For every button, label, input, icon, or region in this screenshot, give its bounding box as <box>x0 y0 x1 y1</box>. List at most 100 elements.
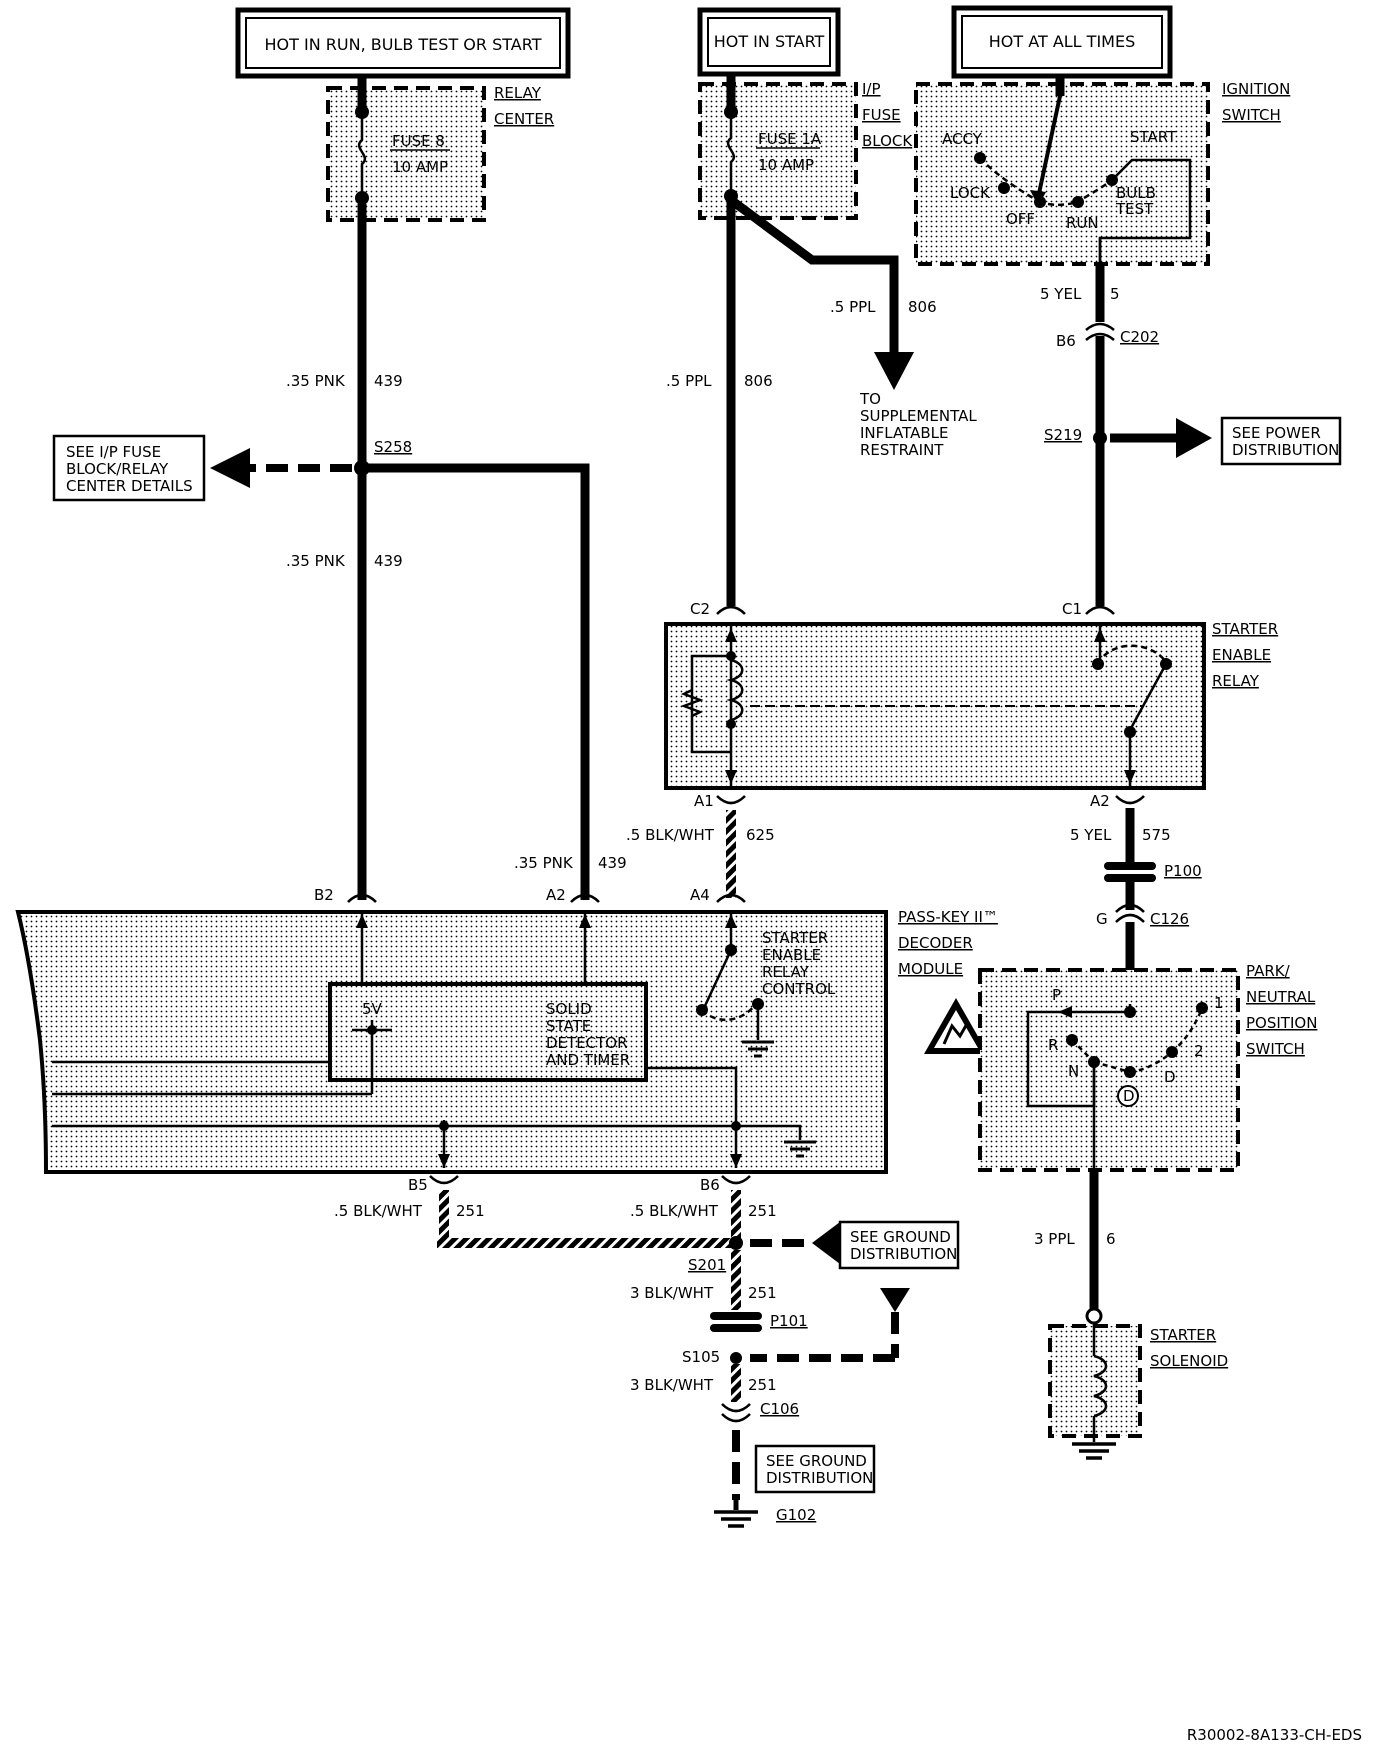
w251-b6-circuit: 251 <box>748 1202 777 1220</box>
c106-top <box>721 1403 751 1413</box>
arrow-down-supplemental <box>874 352 914 390</box>
starter-solenoid: STARTER SOLENOID <box>1048 1322 1228 1460</box>
a2-relay-label: A2 <box>1090 792 1110 810</box>
c202-top <box>1085 322 1115 331</box>
supp-1: TO <box>859 390 881 408</box>
ip-fuse-label-3: BLOCK <box>862 132 913 150</box>
c202-pin: B6 <box>1056 332 1076 350</box>
relay-center-label-2: CENTER <box>494 110 554 128</box>
wire-806-branch <box>728 196 899 356</box>
c202-bottom <box>1085 332 1115 341</box>
w6-gauge: 3 PPL <box>1034 1230 1075 1248</box>
control-4: CONTROL <box>762 980 836 998</box>
p100-connector <box>1104 862 1156 882</box>
c106-label: C106 <box>760 1400 799 1418</box>
pn-label-3: POSITION <box>1246 1014 1317 1032</box>
pn-n: N <box>1068 1062 1079 1080</box>
relay-center-label-1: RELAY <box>494 84 542 102</box>
a2-relay-connector <box>1115 795 1145 805</box>
ref-ip-fuse-details: SEE I/P FUSE BLOCK/RELAY CENTER DETAILS <box>52 434 206 502</box>
ref-power-2: DISTRIBUTION <box>1232 441 1339 459</box>
arrow-left-ground-1 <box>812 1222 840 1264</box>
splice-s105 <box>730 1352 742 1364</box>
p101-label: P101 <box>770 1312 808 1330</box>
c202-label: C202 <box>1120 328 1159 346</box>
ign-test: TEST <box>1115 200 1154 218</box>
esd-warning-icon <box>924 998 988 1054</box>
b5-connector <box>429 1175 459 1185</box>
header-start-text: HOT IN START <box>714 32 825 51</box>
arrow-left-ip-fuse <box>210 448 250 488</box>
park-neutral-switch: D P R N D 1 2 PARK/ NEUTRAL POSITION SWI… <box>978 962 1317 1172</box>
s105-label: S105 <box>682 1348 720 1366</box>
w806-branch-gauge: .5 PPL <box>830 298 876 316</box>
pn-d-circle: D <box>1123 1087 1135 1105</box>
w439-a2-circuit: 439 <box>598 854 627 872</box>
detector-3: DETECTOR <box>546 1034 628 1052</box>
ref-gnd2-2: DISTRIBUTION <box>766 1469 873 1487</box>
w6-circuit: 6 <box>1106 1230 1116 1248</box>
w575-gauge: 5 YEL <box>1070 826 1112 844</box>
control-1: STARTER <box>762 929 828 947</box>
control-3: RELAY <box>762 963 810 981</box>
w251-b5-circuit: 251 <box>456 1202 485 1220</box>
detector-2: STATE <box>546 1017 591 1035</box>
a2-module-label: A2 <box>546 886 566 904</box>
ign-run: RUN <box>1066 214 1099 232</box>
ip-fuse-label-1: I/P <box>862 80 881 98</box>
g102-ground-icon <box>714 1500 758 1528</box>
header-run-text: HOT IN RUN, BULB TEST OR START <box>265 35 542 54</box>
ref-power-distribution: SEE POWER DISTRIBUTION <box>1220 416 1342 466</box>
ign-lock: LOCK <box>950 184 991 202</box>
header-all-times-text: HOT AT ALL TIMES <box>989 32 1135 51</box>
header-run: HOT IN RUN, BULB TEST OR START <box>235 7 571 79</box>
wire-251-s201 <box>731 1250 741 1310</box>
c126-pin: G <box>1096 910 1108 928</box>
c2-label: C2 <box>690 600 710 618</box>
ref-ip-2: BLOCK/RELAY <box>66 460 169 478</box>
ign-label-1: IGNITION <box>1222 80 1290 98</box>
w439-mid-circuit: 439 <box>374 552 403 570</box>
w439-top-circuit: 439 <box>374 372 403 390</box>
module-label-2: DECODER <box>898 934 973 952</box>
wire-439-a2 <box>362 463 590 900</box>
w439-a2-gauge: .35 PNK <box>514 854 574 872</box>
module-label-3: MODULE <box>898 960 963 978</box>
ref-gnd1-2: DISTRIBUTION <box>850 1245 957 1263</box>
detector-1: SOLID <box>546 1000 592 1018</box>
solenoid-terminal <box>1085 1307 1103 1325</box>
ref-gnd1-1: SEE GROUND <box>850 1228 951 1246</box>
p101-connector <box>710 1312 762 1332</box>
ign-label-2: SWITCH <box>1222 106 1281 124</box>
wire-251-b5 <box>439 1190 449 1248</box>
w251-b5-gauge: .5 BLK/WHT <box>334 1202 423 1220</box>
g102-label: G102 <box>776 1506 816 1524</box>
module-label-1: PASS-KEY II™ <box>898 908 998 926</box>
c106-bottom <box>721 1413 751 1423</box>
pn-label-1: PARK/ <box>1246 962 1291 980</box>
supp-2: SUPPLEMENTAL <box>860 407 977 425</box>
w625-gauge: .5 BLK/WHT <box>626 826 715 844</box>
relay-label-1: STARTER <box>1212 620 1278 638</box>
ip-fuse-block: FUSE 1A 10 AMP I/P FUSE BLOCK <box>698 74 913 220</box>
fuse8-rating: 10 AMP <box>392 158 448 176</box>
ref-ip-3: CENTER DETAILS <box>66 477 193 495</box>
w439-top-gauge: .35 PNK <box>286 372 346 390</box>
detector-4: AND TIMER <box>546 1051 630 1069</box>
p100-label: P100 <box>1164 862 1202 880</box>
w5-circuit: 5 <box>1110 285 1120 303</box>
pn-label-4: SWITCH <box>1246 1040 1305 1058</box>
ref-power-1: SEE POWER <box>1232 424 1321 442</box>
passkey-decoder-module: B2 A2 A4 SOLID STATE DETECTOR AND TIMER … <box>15 886 998 1174</box>
pn-label-2: NEUTRAL <box>1246 988 1316 1006</box>
b6-label: B6 <box>700 1176 720 1194</box>
c126-top <box>1115 903 1145 913</box>
a4-label: A4 <box>690 886 710 904</box>
ign-start: START <box>1130 128 1177 146</box>
splice-s219 <box>1093 431 1107 445</box>
fuse1a-rating: 10 AMP <box>758 156 814 174</box>
pn-p: P <box>1052 986 1061 1004</box>
relay-center-fuse: FUSE 8 10 AMP RELAY CENTER <box>326 76 554 222</box>
ref-gnd2-1: SEE GROUND <box>766 1452 867 1470</box>
